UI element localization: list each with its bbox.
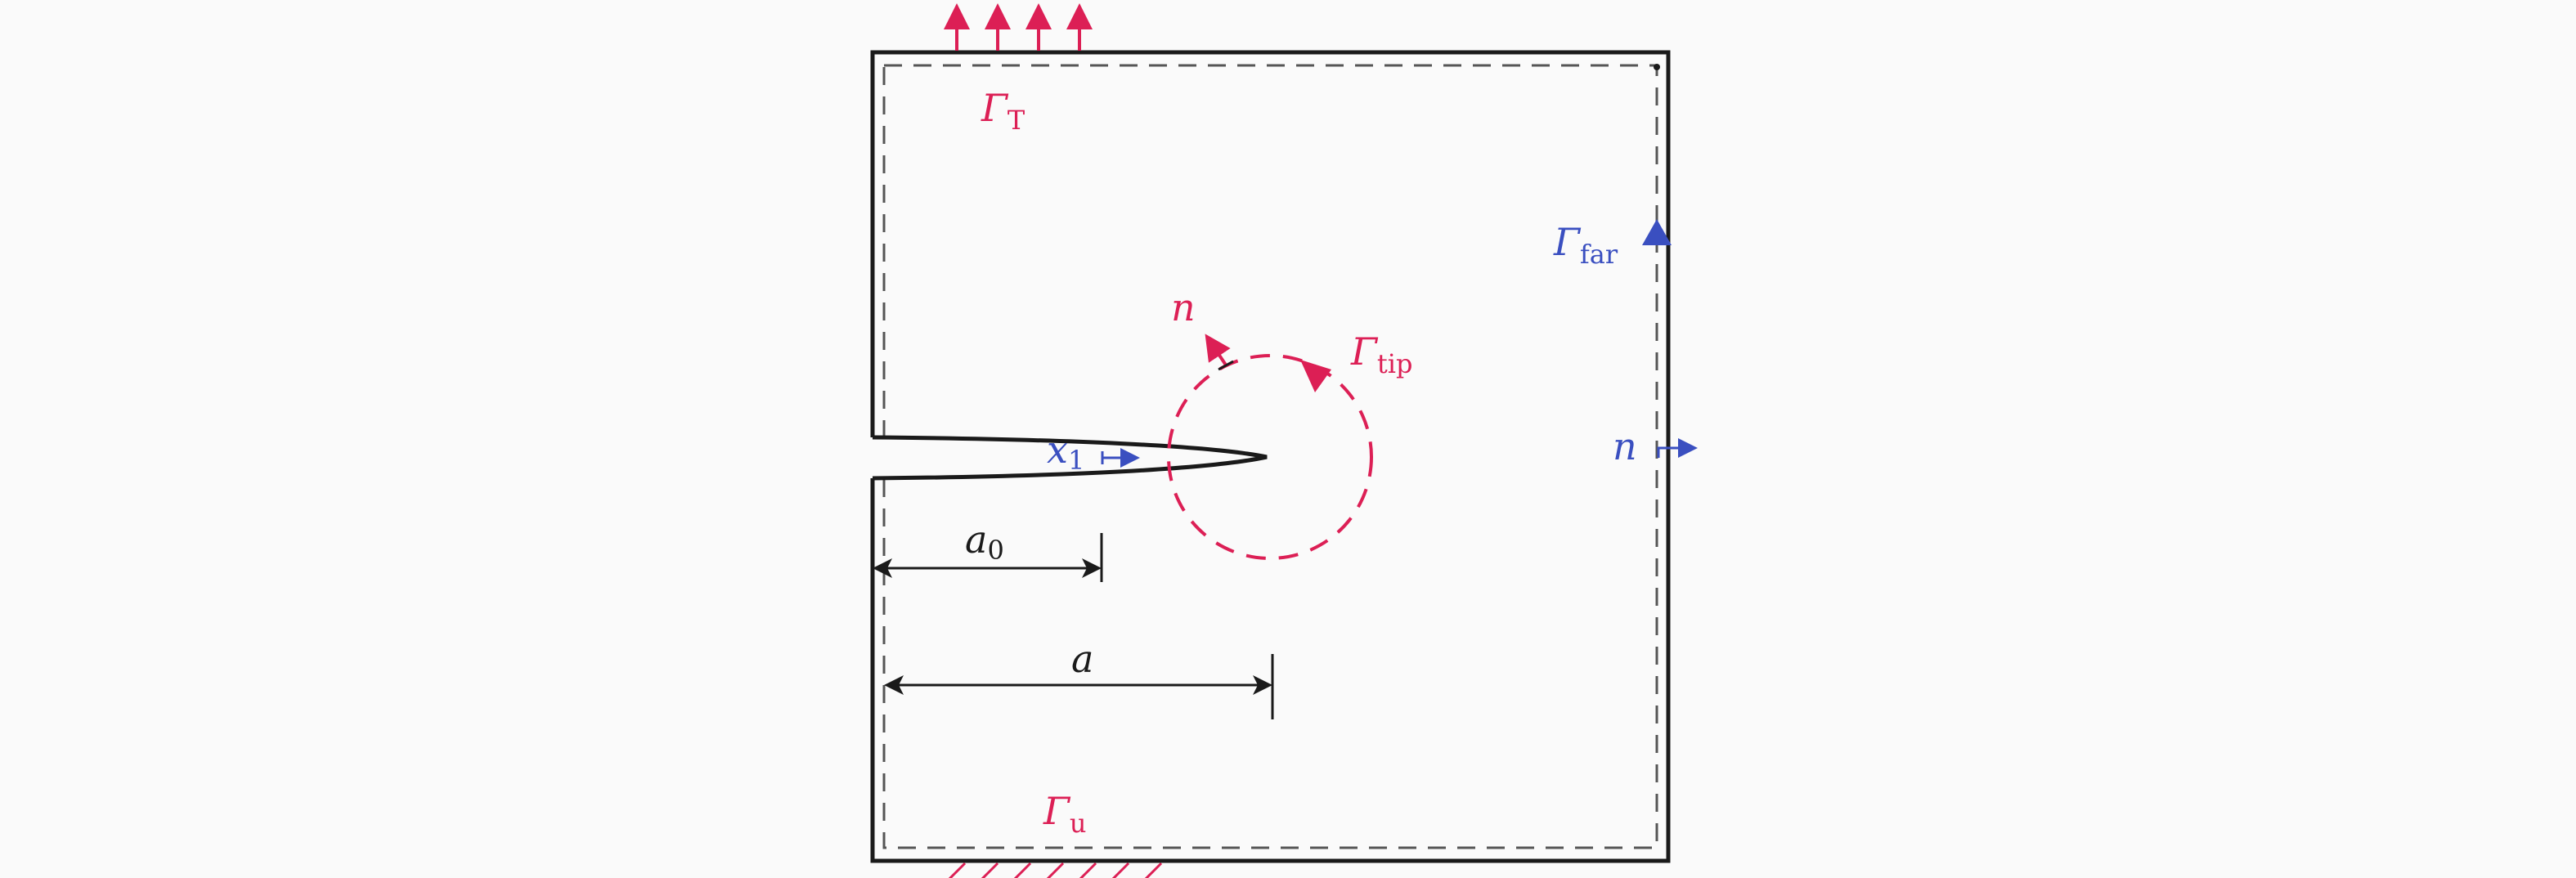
contour-corner-dot [1654,64,1660,70]
gamma-far-label: Γfar [1553,220,1618,270]
tip-contour [1167,354,1373,560]
far-normal-label: n [1613,424,1637,468]
a-label: a [1071,637,1093,681]
gamma-u-label: Γu [1043,789,1087,839]
tip-normal-label: n [1171,285,1196,329]
specimen-boundary [870,50,1671,863]
far-contour-direction-arrow [1642,219,1672,245]
tip-normal-arrow [1205,334,1231,368]
fixed-support-hatch [948,862,1163,878]
far-normal-arrow [1657,438,1698,458]
x1-label: x1 [1047,428,1084,476]
a0-label: a0 [965,517,1004,566]
gamma-t-label: ΓT [981,86,1025,136]
traction-arrows [944,3,1093,51]
tip-contour-direction-arrow [1300,360,1331,392]
gamma-tip-label: Γtip [1350,329,1413,379]
